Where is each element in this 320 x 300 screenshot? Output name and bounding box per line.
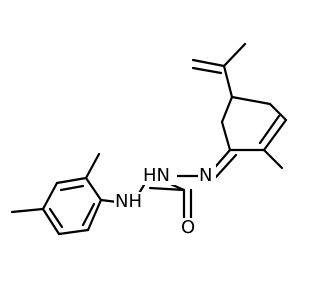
bond-ar-ortho-methyl bbox=[84, 152, 101, 180]
bond-ring-c6-c5 bbox=[220, 95, 234, 124]
bond-ar-c1-c2 bbox=[84, 176, 103, 202]
bond-isopropenyl-methyl bbox=[222, 42, 247, 68]
atom-label-background-hn-hydrazide bbox=[141, 165, 177, 185]
bond-ar-c3-c4 bbox=[41, 181, 59, 211]
bond-ring-c1-c6 bbox=[220, 120, 232, 152]
bond-ar-double-2 bbox=[48, 207, 64, 229]
bond-ar-double-3 bbox=[81, 202, 96, 227]
bond-ar-c5-c6 bbox=[57, 228, 90, 236]
bond-ring-methyl bbox=[262, 148, 284, 170]
bond-c-n-imine-double bbox=[214, 153, 238, 179]
bond-ring-c3-c2-double bbox=[258, 114, 281, 145]
bond-ar-double-1 bbox=[59, 184, 85, 192]
bond-ring-c5-c4 bbox=[230, 95, 272, 106]
bond-isopropenyl-ring bbox=[222, 64, 234, 99]
bond-ar-c2-c3 bbox=[55, 176, 88, 185]
cyclohexene-ring bbox=[220, 95, 288, 170]
atom-label-nh-amine: NH bbox=[115, 191, 142, 212]
bond-ar-c4-c5 bbox=[41, 207, 61, 236]
bond-ring-c4-c3 bbox=[268, 102, 288, 122]
atom-label-o-carbonyl: O bbox=[181, 217, 195, 238]
bond-ar-c6-c1 bbox=[86, 198, 103, 232]
isopropenyl-group bbox=[191, 42, 247, 99]
bond-isopropenyl-double-outer bbox=[191, 58, 226, 68]
bond-isopropenyl-double-inner bbox=[191, 66, 223, 75]
atom-label-background-o-carbonyl bbox=[180, 218, 198, 238]
molecule-structure-drawing: N HN O NH bbox=[10, 42, 288, 238]
dimethylphenyl-ring bbox=[10, 152, 119, 236]
bond-nh-carbonyl bbox=[148, 186, 186, 192]
atom-label-background-nh-amine bbox=[114, 192, 150, 212]
atom-label-n-imine: N bbox=[199, 165, 212, 186]
atom-label-hn-hydrazide: HN bbox=[143, 165, 170, 186]
bond-ring-c3-c2 bbox=[262, 118, 288, 152]
atom-label-background-n-imine bbox=[198, 165, 216, 185]
atom-labels: N HN O NH bbox=[114, 165, 216, 238]
bond-ar-para-methyl bbox=[10, 207, 45, 214]
